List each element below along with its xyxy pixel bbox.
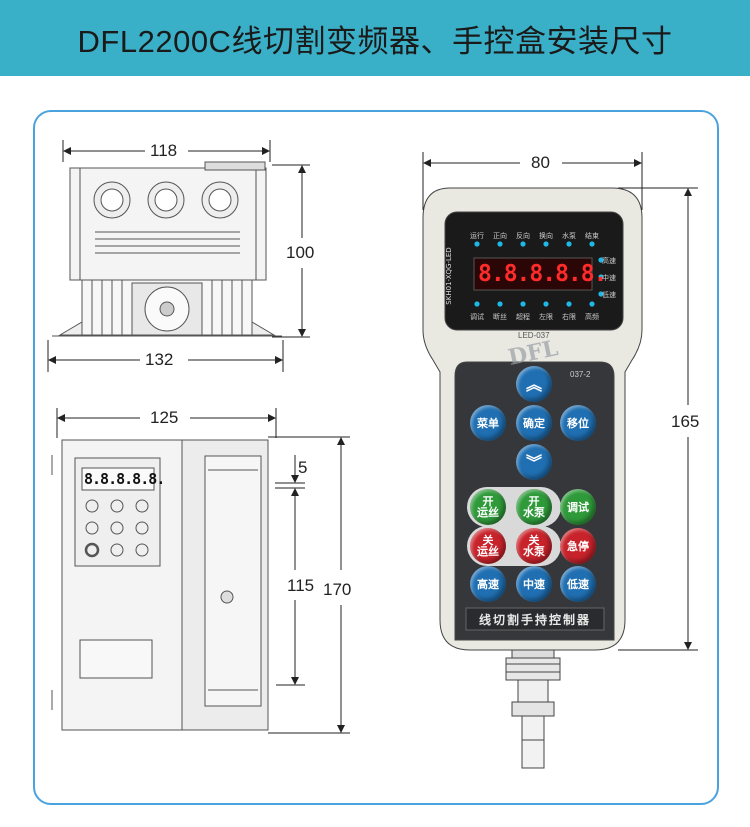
indicator-high-speed: 高速 [602,257,616,265]
up-button[interactable]: ︽ [516,366,552,402]
run-wire-on-line1: 开 [482,495,494,508]
indicator-mid-speed: 中速 [602,274,616,282]
pendant-7seg-display: 8.8.8.8.8. [478,261,607,287]
chevron-down-icon: ︾ [525,452,542,472]
menu-button[interactable]: 菜单 [470,405,506,441]
indicator-low-speed: 低速 [602,291,616,299]
pendant-board-label: 037-2 [570,370,591,379]
pump-off-line1: 关 [528,534,540,547]
high-speed-button[interactable]: 高速 [470,566,506,602]
mid-speed-button[interactable]: 中速 [516,566,552,602]
pump-on-line1: 开 [528,495,540,508]
pump-on-line2: 水泵 [523,506,545,519]
diagram-frame [33,110,719,805]
confirm-button[interactable]: 确定 [516,405,552,441]
indicator-left-limit: 左限 [539,313,553,321]
dim-front-height: 170 [323,580,352,599]
inverter-front-view [51,408,350,734]
chevron-up-icon: ︽ [525,374,542,394]
pump-off-button[interactable]: 关 水泵 [516,528,552,564]
dim-pendant-height: 165 [671,412,700,431]
pendant-drawing [422,152,698,769]
indicator-overtravel: 超程 [516,313,530,321]
pendant-led-label: LED-037 [518,331,550,340]
pump-on-button[interactable]: 开 水泵 [516,489,552,525]
run-wire-off-line1: 关 [482,534,494,547]
pendant-model-label: SKH01-XQG-LED [445,247,453,305]
run-wire-off-line2: 运丝 [477,545,499,558]
run-wire-on-line2: 运丝 [477,506,499,519]
dim-front-inner-height: 115 [287,576,315,595]
indicator-wire-break: 断丝 [493,313,507,321]
dim-top-base-width: 132 [145,350,174,369]
down-button[interactable]: ︾ [516,444,552,480]
indicator-switch: 换向 [539,232,553,240]
dim-front-offset: 5 [298,458,308,477]
indicator-forward: 正向 [493,232,507,240]
dim-pendant-width: 80 [531,153,550,172]
dim-top-height: 100 [286,243,315,262]
indicator-run: 运行 [470,232,484,240]
emergency-stop-button[interactable]: 急停 [560,528,596,564]
indicator-reverse: 反向 [516,232,530,240]
debug-button[interactable]: 调试 [560,489,596,525]
shift-button[interactable]: 移位 [560,405,596,441]
run-wire-off-button[interactable]: 关 运丝 [470,528,506,564]
indicator-debug: 调试 [470,313,484,321]
dim-top-width: 118 [150,141,178,160]
dim-front-width: 125 [150,408,179,427]
pump-off-line2: 水泵 [523,545,545,558]
indicator-right-limit: 右限 [562,313,576,321]
indicator-pump: 水泵 [562,232,576,240]
run-wire-on-button[interactable]: 开 运丝 [470,489,506,525]
inverter-top-view [47,140,310,372]
inverter-display: 8.8.8.8.8. [84,470,165,488]
page-title: DFL2200C线切割变频器、手控盒安装尺寸 [0,0,750,76]
pendant-footer-label: 线切割手持控制器 [478,613,591,627]
low-speed-button[interactable]: 低速 [560,566,596,602]
indicator-high-freq: 高频 [585,313,599,321]
indicator-end: 结束 [585,232,599,240]
